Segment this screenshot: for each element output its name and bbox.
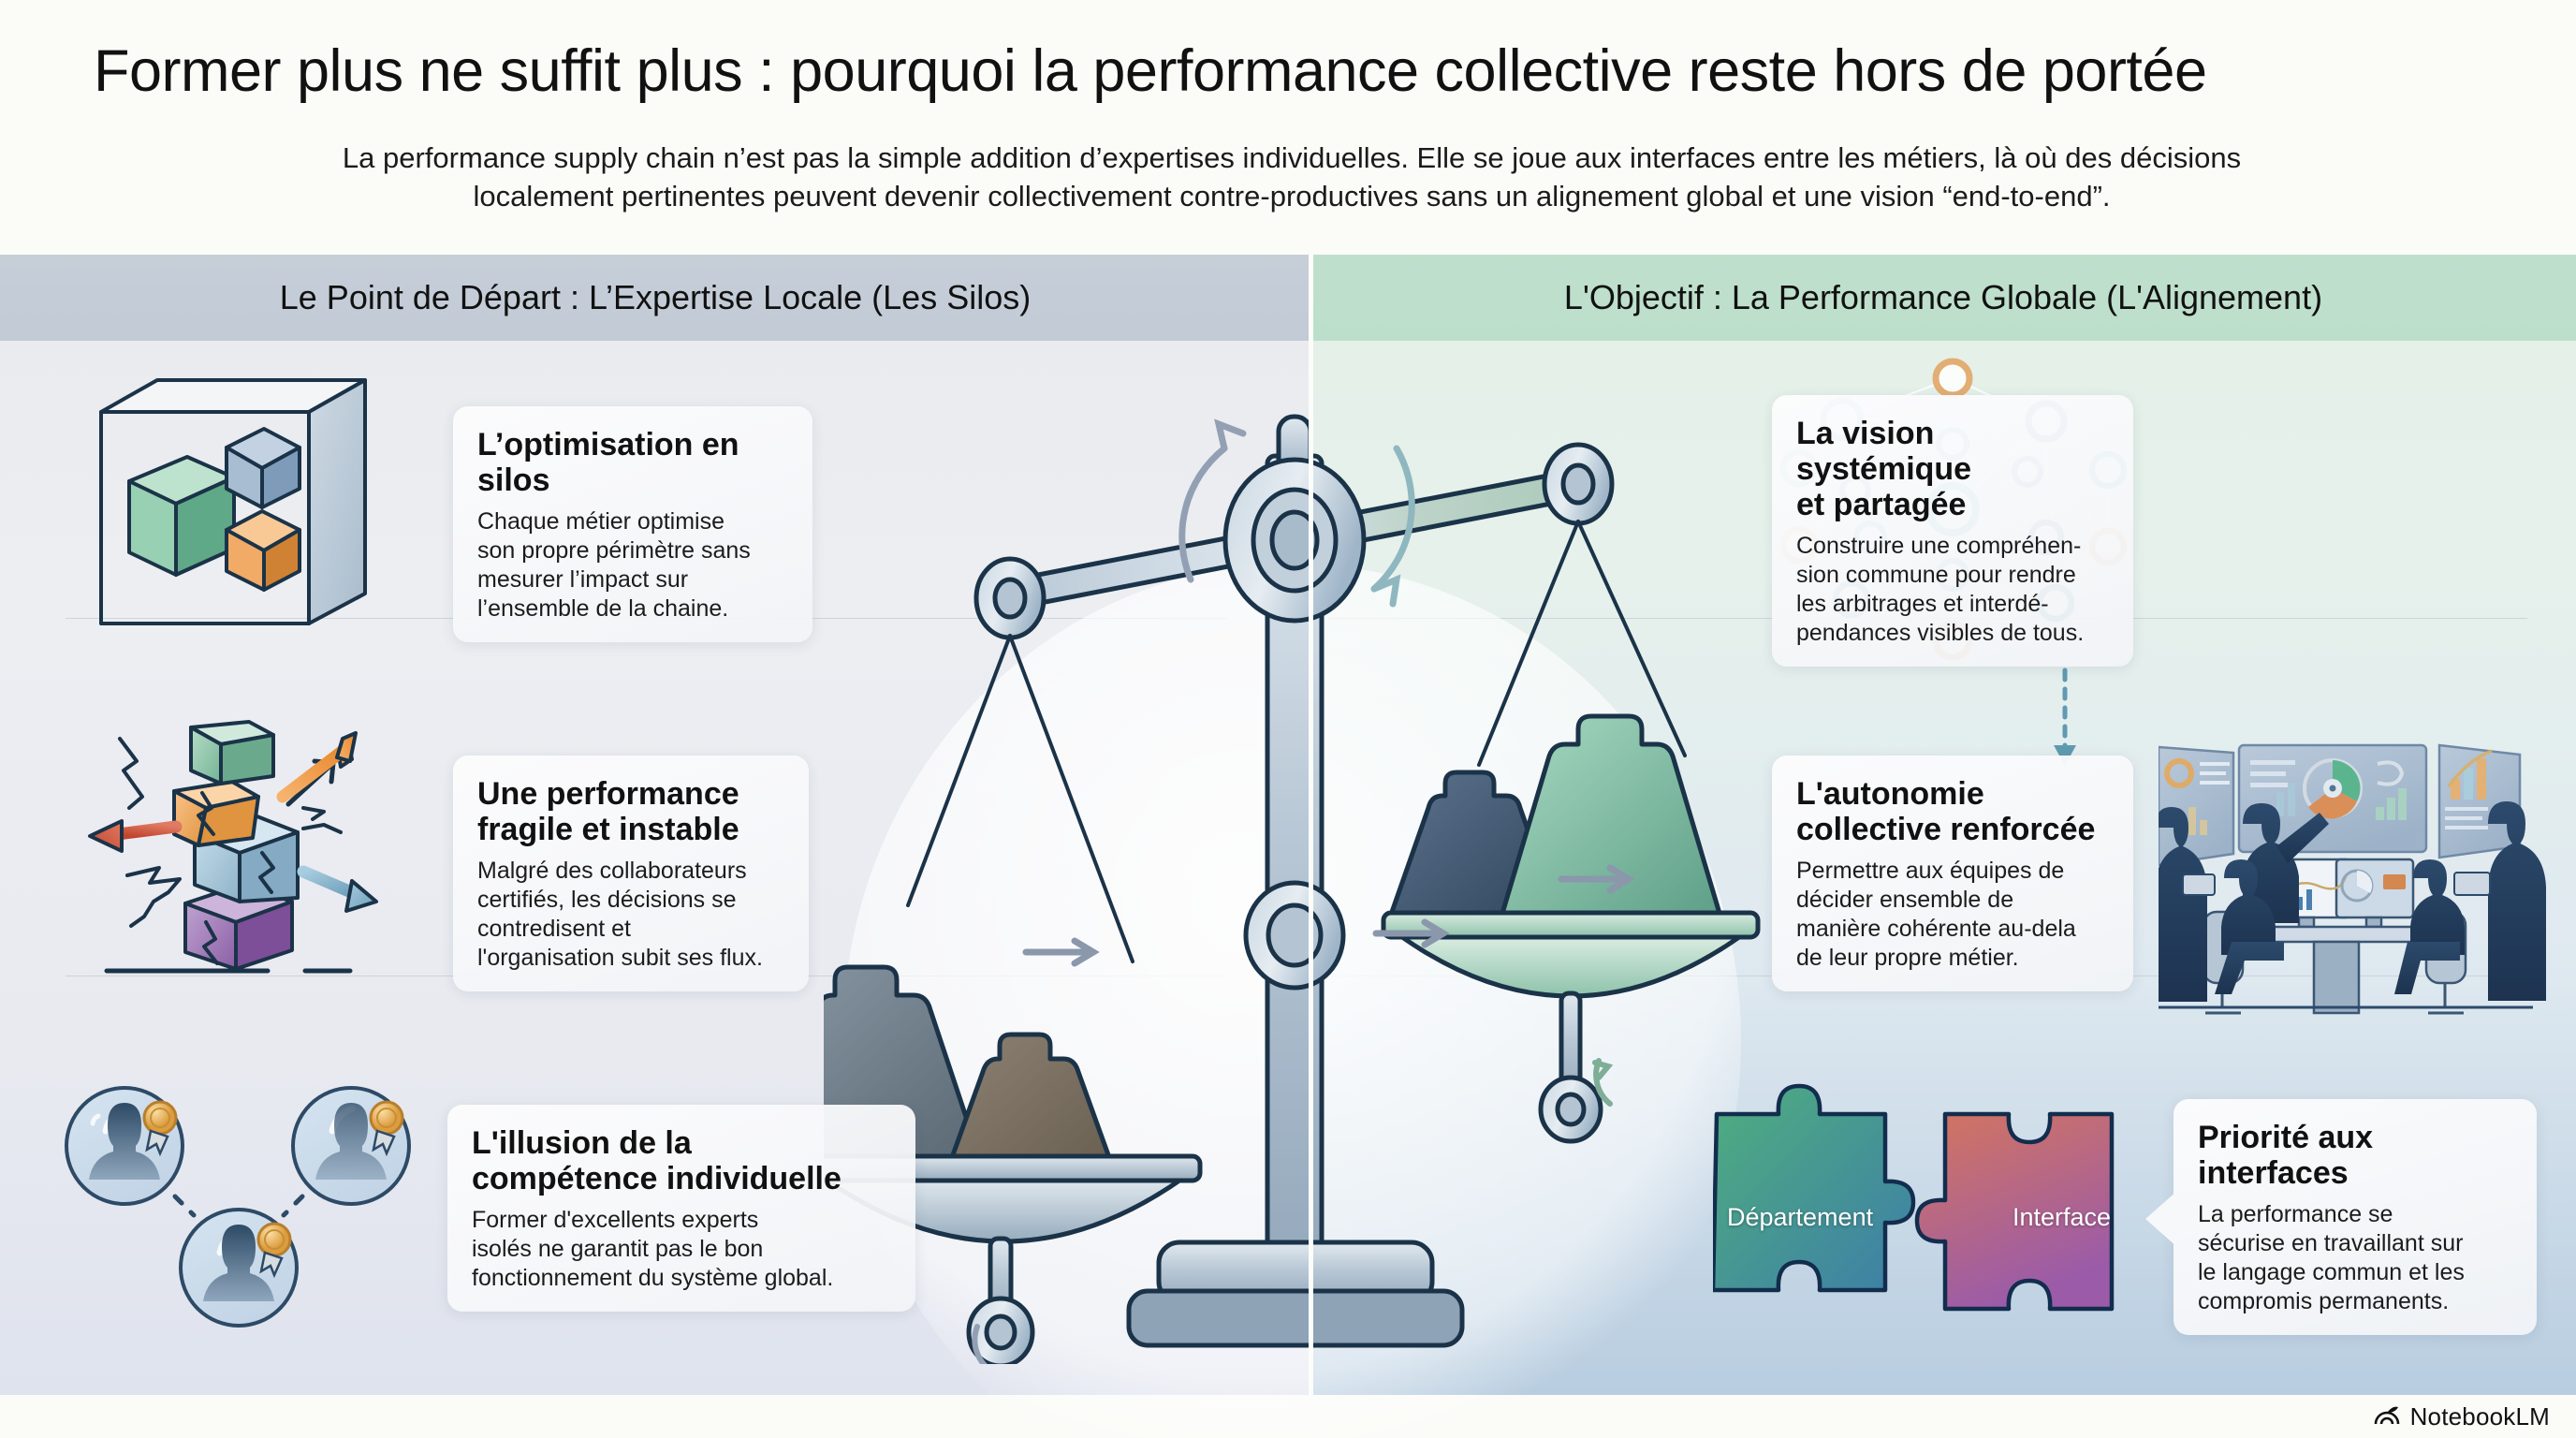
panel-left-header: Le Point de Départ : L’Expertise Locale … <box>0 255 1310 341</box>
isolated-certified-people-icon <box>51 1078 426 1359</box>
puzzle-right-label: Interface <box>2012 1203 2112 1231</box>
unstable-cracked-blocks-icon <box>75 718 412 999</box>
card-title: L’optimisation en silos <box>477 427 739 499</box>
card-title: Priorité aux interfaces <box>2198 1120 2374 1192</box>
team-dashboard-icon <box>2155 734 2576 1041</box>
card-body: Chaque métier optimise son propre périmè… <box>477 508 751 623</box>
puzzle-pieces-icon <box>1710 1069 2200 1378</box>
card-optimisation-silos: L’optimisation en silos Chaque métier op… <box>453 406 812 643</box>
card-body: Former d'excellents experts isolés ne ga… <box>472 1207 834 1292</box>
notebooklm-label: NotebookLM <box>2409 1402 2550 1431</box>
card-title: La vision systémique et partagée <box>1796 416 1972 523</box>
card-vision-systemique: La vision systémique et partagée Constru… <box>1772 395 2133 668</box>
center-vertical-divider <box>1309 255 1313 1395</box>
subtitle-line-1: La performance supply chain n’est pas la… <box>342 141 2242 174</box>
card-performance-fragile: Une performance fragile et instable Malg… <box>453 756 809 992</box>
card-body: La performance se sécurise en travaillan… <box>2198 1201 2465 1315</box>
card-pointer-notch-icon <box>2145 1191 2177 1247</box>
panels-container: Le Point de Départ : L’Expertise Locale … <box>0 255 2576 1438</box>
balance-scale-icon <box>763 306 1778 1374</box>
page-subtitle: La performance supply chain n’est pas la… <box>131 139 2452 215</box>
panel-right-header: L'Objectif : La Performance Globale (L'A… <box>1310 255 2576 341</box>
header: Former plus ne suffit plus : pourquoi la… <box>0 0 2576 255</box>
panel-left-heading-text: Le Point de Départ : L’Expertise Locale … <box>279 278 1032 316</box>
card-priorite-interfaces: Priorité aux interfaces La performance s… <box>2174 1099 2537 1336</box>
puzzle-left-label: Département <box>1727 1203 1874 1231</box>
card-body: Construire une compréhen- sion commune p… <box>1796 533 2085 647</box>
card-illusion-competence: L'illusion de la compétence individuelle… <box>447 1105 915 1313</box>
notebooklm-logo-icon <box>2373 1402 2401 1431</box>
downward-connector-arrow-icon <box>2046 667 2084 770</box>
subtitle-line-2: localement pertinentes peuvent devenir c… <box>473 180 2111 213</box>
card-title: L'illusion de la compétence individuelle <box>472 1125 842 1197</box>
page-title: Former plus ne suffit plus : pourquoi la… <box>94 38 2207 104</box>
card-body: Malgré des collaborateurs certifiés, les… <box>477 858 763 972</box>
card-title: L'autonomie collective renforcée <box>1796 776 2096 848</box>
cubes-in-box-icon <box>84 360 402 631</box>
notebooklm-branding: NotebookLM <box>2373 1402 2550 1431</box>
card-autonomie-collective: L'autonomie collective renforcée Permett… <box>1772 756 2133 992</box>
card-title: Une performance fragile et instable <box>477 776 739 848</box>
panel-right-heading-text: L'Objectif : La Performance Globale (L'A… <box>1563 278 2323 316</box>
card-body: Permettre aux équipes de décider ensembl… <box>1796 858 2076 972</box>
